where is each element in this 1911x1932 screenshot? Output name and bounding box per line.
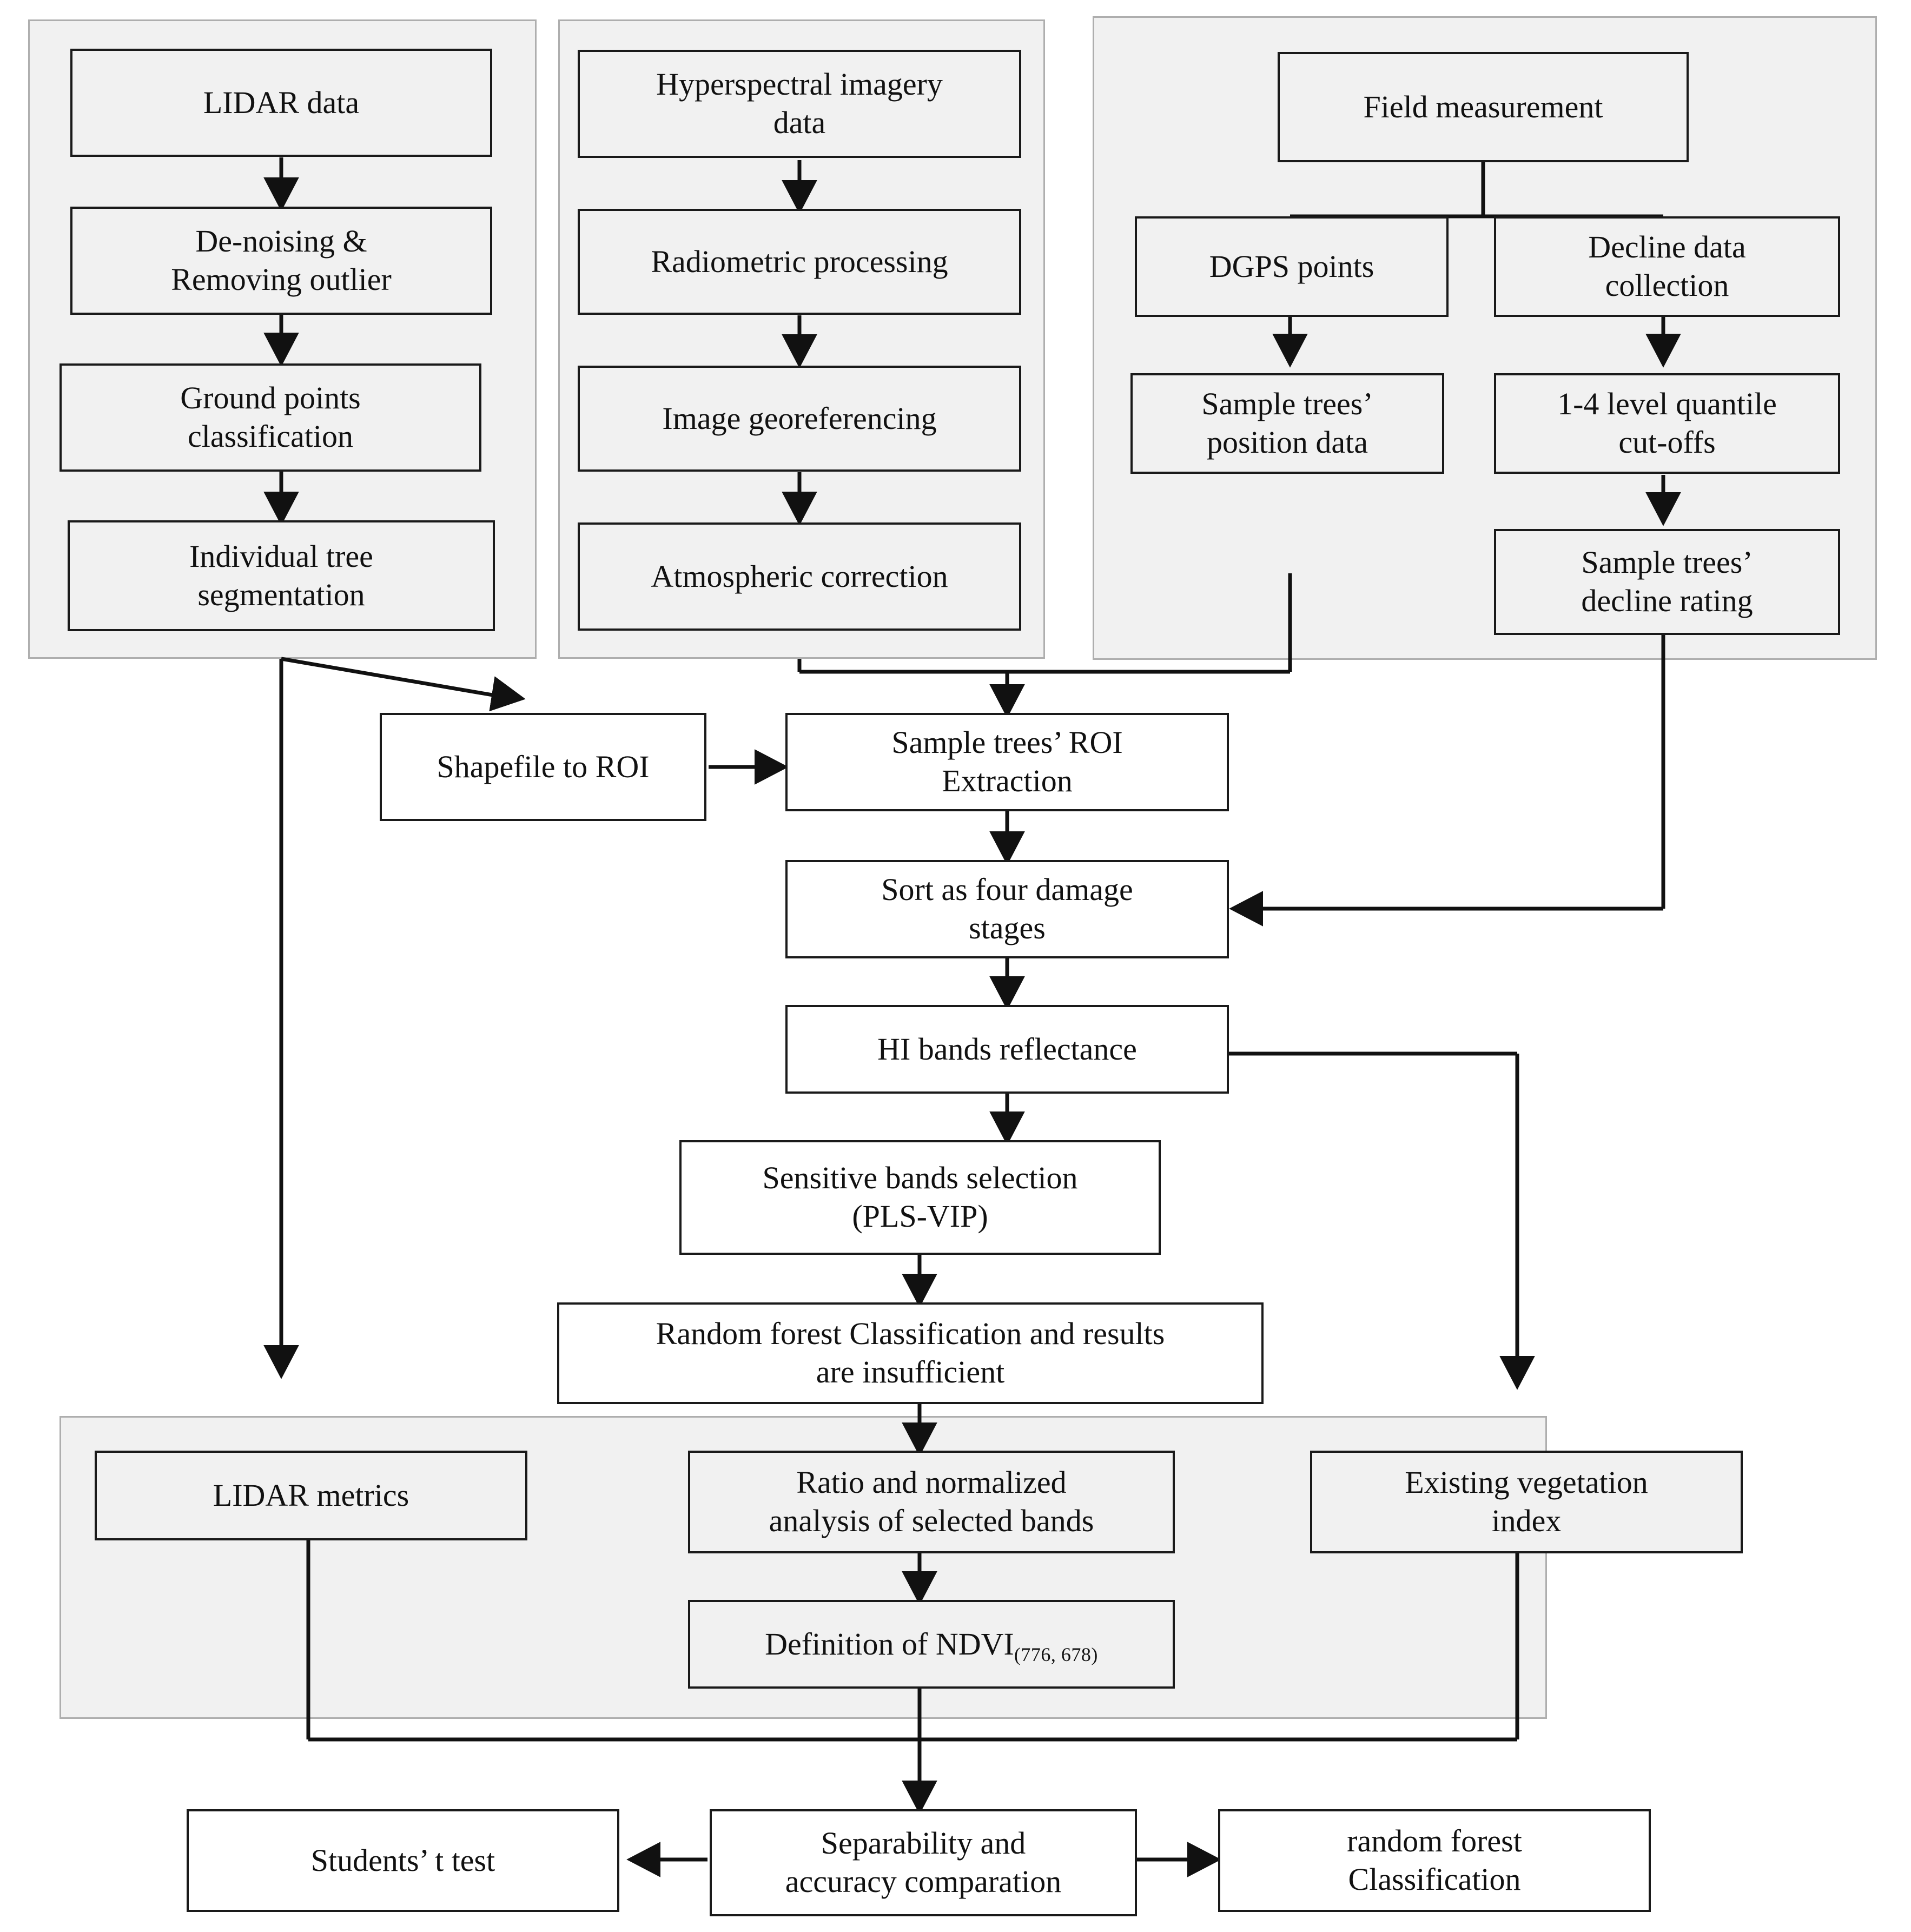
node-existing-vegetation-index-label: Existing vegetation index bbox=[1405, 1465, 1648, 1538]
node-field-measurement-label: Field measurement bbox=[1363, 89, 1603, 124]
node-decline-data-collection-label: Decline data collection bbox=[1588, 229, 1746, 303]
node-quantile-cutoffs[interactable]: 1-4 level quantile cut-offs bbox=[1494, 373, 1840, 474]
node-dgps-points-label: DGPS points bbox=[1209, 248, 1374, 284]
node-ratio-normalized-analysis[interactable]: Ratio and normalized analysis of selecte… bbox=[688, 1451, 1175, 1553]
node-denoising[interactable]: De-noising & Removing outlier bbox=[70, 207, 492, 315]
node-shapefile-to-roi-label: Shapefile to ROI bbox=[437, 749, 650, 784]
node-existing-vegetation-index[interactable]: Existing vegetation index bbox=[1310, 1451, 1743, 1553]
node-sample-trees-decline-rating-label: Sample trees’ decline rating bbox=[1581, 545, 1753, 618]
node-atmospheric-correction[interactable]: Atmospheric correction bbox=[578, 522, 1021, 631]
node-lidar-data-label: LIDAR data bbox=[203, 84, 360, 120]
node-definition-of-ndvi-subscript: (776, 678) bbox=[1014, 1643, 1098, 1665]
node-random-forest-insufficient[interactable]: Random forest Classification and results… bbox=[557, 1302, 1264, 1404]
node-hyperspectral-data[interactable]: Hyperspectral imagery data bbox=[578, 50, 1021, 158]
node-random-forest-classification[interactable]: random forest Classification bbox=[1218, 1809, 1651, 1912]
node-ground-points-classification[interactable]: Ground points classification bbox=[59, 363, 481, 472]
node-roi-extraction[interactable]: Sample trees’ ROI Extraction bbox=[785, 713, 1229, 811]
node-radiometric-processing-label: Radiometric processing bbox=[651, 243, 948, 279]
node-separability-accuracy-label: Separability and accuracy comparation bbox=[785, 1825, 1062, 1899]
node-separability-accuracy[interactable]: Separability and accuracy comparation bbox=[710, 1809, 1137, 1916]
node-radiometric-processing[interactable]: Radiometric processing bbox=[578, 209, 1021, 315]
node-students-t-test-label: Students’ t test bbox=[310, 1842, 495, 1878]
node-sort-damage-stages-label: Sort as four damage stages bbox=[881, 872, 1133, 945]
node-decline-data-collection[interactable]: Decline data collection bbox=[1494, 216, 1840, 317]
node-lidar-metrics-label: LIDAR metrics bbox=[213, 1477, 409, 1513]
node-dgps-points[interactable]: DGPS points bbox=[1135, 216, 1449, 317]
node-hi-bands-reflectance-label: HI bands reflectance bbox=[877, 1031, 1137, 1067]
node-sort-damage-stages[interactable]: Sort as four damage stages bbox=[785, 860, 1229, 958]
node-individual-tree-segmentation[interactable]: Individual tree segmentation bbox=[68, 520, 495, 631]
node-sample-trees-decline-rating[interactable]: Sample trees’ decline rating bbox=[1494, 529, 1840, 635]
node-random-forest-insufficient-label: Random forest Classification and results… bbox=[656, 1316, 1165, 1390]
node-students-t-test[interactable]: Students’ t test bbox=[187, 1809, 619, 1912]
node-hi-bands-reflectance[interactable]: HI bands reflectance bbox=[785, 1005, 1229, 1094]
node-denoising-label: De-noising & Removing outlier bbox=[171, 223, 392, 297]
node-hyperspectral-data-label: Hyperspectral imagery data bbox=[656, 67, 943, 140]
node-lidar-data[interactable]: LIDAR data bbox=[70, 49, 492, 157]
node-definition-of-ndvi-label: Definition of NDVI bbox=[765, 1626, 1014, 1662]
node-roi-extraction-label: Sample trees’ ROI Extraction bbox=[891, 725, 1123, 798]
node-sample-trees-position-data[interactable]: Sample trees’ position data bbox=[1130, 373, 1444, 474]
node-field-measurement[interactable]: Field measurement bbox=[1278, 52, 1689, 162]
node-image-georeferencing-label: Image georeferencing bbox=[662, 400, 937, 436]
node-image-georeferencing[interactable]: Image georeferencing bbox=[578, 366, 1021, 472]
node-ground-points-classification-label: Ground points classification bbox=[180, 380, 361, 454]
node-sensitive-bands-selection-label: Sensitive bands selection (PLS-VIP) bbox=[762, 1160, 1078, 1234]
node-definition-of-ndvi[interactable]: Definition of NDVI(776, 678) bbox=[688, 1600, 1175, 1689]
node-lidar-metrics[interactable]: LIDAR metrics bbox=[95, 1451, 527, 1540]
node-shapefile-to-roi[interactable]: Shapefile to ROI bbox=[380, 713, 706, 821]
node-ratio-normalized-analysis-label: Ratio and normalized analysis of selecte… bbox=[769, 1465, 1094, 1538]
node-atmospheric-correction-label: Atmospheric correction bbox=[651, 558, 948, 594]
node-random-forest-classification-label: random forest Classification bbox=[1347, 1823, 1522, 1897]
node-quantile-cutoffs-label: 1-4 level quantile cut-offs bbox=[1557, 386, 1777, 460]
node-individual-tree-segmentation-label: Individual tree segmentation bbox=[189, 538, 373, 612]
node-sample-trees-position-data-label: Sample trees’ position data bbox=[1201, 386, 1373, 460]
node-sensitive-bands-selection[interactable]: Sensitive bands selection (PLS-VIP) bbox=[679, 1140, 1161, 1255]
